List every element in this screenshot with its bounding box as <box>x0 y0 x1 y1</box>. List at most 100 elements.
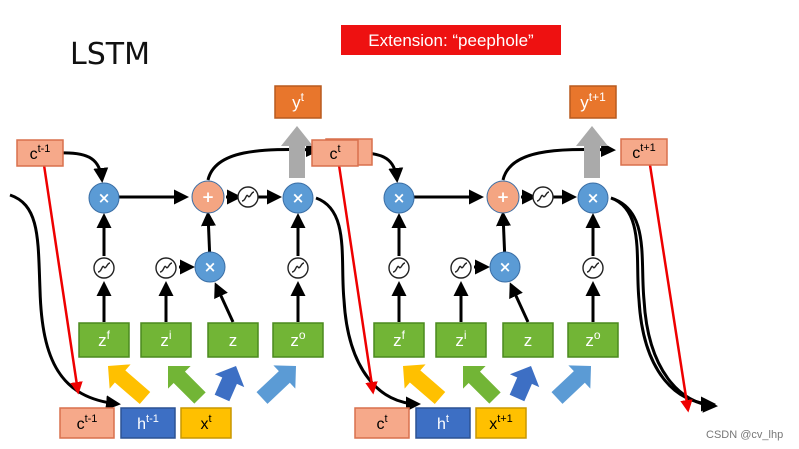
step2-output-gate-box-sup: o <box>594 328 601 342</box>
step1-input-sigmoid-icon <box>155 257 177 279</box>
step2-output-y: yt+1 <box>569 85 617 119</box>
step1-output-y-base: y <box>292 93 301 112</box>
step2-input-gate-box-base: z <box>455 331 464 350</box>
step2-output-arrow-head <box>576 126 608 146</box>
step1-bottom-cell-box-base: c <box>77 416 85 433</box>
step1-forget-gate-box: zf <box>78 322 130 358</box>
step2-exit-peephole <box>648 164 693 413</box>
watermark: CSDN @cv_lhp <box>706 429 783 441</box>
step1-input-gate-box: zi <box>140 322 192 358</box>
step2-input-multiply-op-symbol: × <box>499 258 512 276</box>
step2-output-multiply-op: × <box>577 182 609 214</box>
svg-text:zi: zi <box>455 328 466 350</box>
step2-output-multiply-op-symbol: × <box>587 189 600 207</box>
step1-cell-plus-op: + <box>191 180 225 214</box>
step1-input-arrow-blue <box>214 366 245 402</box>
step2-forget-gate-box-base: z <box>393 331 402 350</box>
step2-output-gate-box: zo <box>567 322 619 358</box>
step2-output-sigmoid-icon <box>582 257 604 279</box>
step2-forget-sigmoid-icon <box>388 257 410 279</box>
step2-cell-input-box-base: z <box>524 331 533 350</box>
step2-output-arrow-shaft <box>584 146 600 178</box>
svg-text:z: z <box>229 331 238 350</box>
svg-text:yt+1: yt+1 <box>580 90 606 112</box>
step1-cell-input-box-base: z <box>229 331 238 350</box>
step1-output-y: yt <box>274 85 322 119</box>
svg-text:yt: yt <box>292 90 305 112</box>
step2-input-sigmoid-icon <box>450 257 472 279</box>
step2-output-y-base: y <box>580 93 589 112</box>
step1-output-arrow-shaft <box>289 146 305 178</box>
step1-bottom-input-box-base: x <box>200 416 208 433</box>
svg-text:zo: zo <box>585 328 601 350</box>
step2-cell-state-out: ct+1 <box>620 138 668 166</box>
step1-bottom-input-box-sup: t <box>208 413 211 425</box>
step1-outmult-to-h-curve <box>315 196 421 412</box>
step1-output-y-sup: t <box>301 90 305 104</box>
step2-input-arrow-lightblue <box>551 365 591 404</box>
step1-bottom-hidden-box: ht-1 <box>120 407 176 439</box>
step1-input-multiply-op-symbol: × <box>204 258 217 276</box>
svg-text:ct-1: ct-1 <box>30 143 51 163</box>
step2-bottom-input-box: xt+1 <box>475 407 527 439</box>
step1-forget-gate-box-sup: f <box>107 328 111 342</box>
step1-input-arrow-lightblue <box>256 365 296 404</box>
step1-output-gate-box-sup: o <box>299 328 306 342</box>
step2-input-arrow-blue <box>509 366 540 402</box>
step2-cell-tanh-icon <box>532 186 554 208</box>
step2-cell-state-out-base: c <box>632 145 640 162</box>
step1-cin-to-forget-line <box>59 151 109 183</box>
step2-bottom-input-box-base: x <box>489 416 497 433</box>
step1-peephole-red-line <box>42 164 83 395</box>
step2-output-gate-box-base: z <box>585 331 594 350</box>
step2-input-arrow-green <box>463 366 501 404</box>
step2-cell-state-in-sup: t <box>337 143 340 155</box>
svg-text:zi: zi <box>160 328 171 350</box>
svg-text:z: z <box>524 331 533 350</box>
step1-forget-multiply-op: × <box>88 182 120 214</box>
step2-bottom-input-box-sup: t+1 <box>497 413 513 425</box>
diagram-title: LSTM <box>70 37 150 72</box>
step2-bottom-cell-box-sup: t <box>384 413 387 425</box>
step2-cell-state-in-base: c <box>329 146 337 163</box>
step1-cell-plus-op-symbol: + <box>202 188 215 206</box>
step1-cell-state-in: ct-1 <box>16 139 64 167</box>
step2-exit-curve <box>610 196 718 413</box>
step2-cell-plus-op: + <box>486 180 520 214</box>
step1-input-gate-box-sup: i <box>169 328 172 342</box>
step1-output-sigmoid-icon <box>287 257 309 279</box>
step1-forget-sigmoid-icon <box>93 257 115 279</box>
step1-bottom-cell-box-sup: t-1 <box>85 413 98 425</box>
step1-bottom-cell-box: ct-1 <box>59 407 115 439</box>
step1-bottom-hidden-box-base: h <box>137 416 146 433</box>
step2-output-y-sup: t+1 <box>589 90 606 104</box>
svg-text:ct: ct <box>329 143 340 163</box>
step1-cell-state-in-base: c <box>30 146 38 163</box>
step1-cell-input-box: z <box>207 322 259 358</box>
step1-bottom-input-box: xt <box>180 407 232 439</box>
step1-input-gate-box-base: z <box>160 331 169 350</box>
step1-input-arrow-yellow <box>108 364 151 405</box>
step1-cell-state-in-sup: t-1 <box>38 143 51 155</box>
step2-input-multiply-op: × <box>489 251 521 283</box>
banner-text: Extension: “peephole” <box>368 31 534 50</box>
step1-bottom-hidden-box-sup: t-1 <box>146 413 159 425</box>
step2-bottom-hidden-box-base: h <box>437 416 446 433</box>
svg-text:xt+1: xt+1 <box>489 413 513 433</box>
step2-cell-state-in: ct <box>311 139 359 167</box>
step1-cell-tanh-icon <box>237 186 259 208</box>
step1-output-multiply-op-symbol: × <box>292 189 305 207</box>
step2-forget-multiply-op-symbol: × <box>393 189 406 207</box>
step2-forget-multiply-op: × <box>383 182 415 214</box>
step2-cell-plus-op-symbol: + <box>497 188 510 206</box>
extension-banner: Extension: “peephole” <box>341 25 561 55</box>
step2-forget-gate-box-sup: f <box>402 328 406 342</box>
step2-bottom-hidden-box: ht <box>415 407 471 439</box>
svg-text:zf: zf <box>393 328 406 350</box>
step2-input-arrow-yellow <box>403 364 446 405</box>
step1-z-to-inputmult-line <box>214 282 235 323</box>
svg-text:zf: zf <box>98 328 111 350</box>
step1-input-multiply-op: × <box>194 251 226 283</box>
step2-cell-state-out-sup: t+1 <box>640 142 656 154</box>
step2-input-gate-box-sup: i <box>464 328 467 342</box>
